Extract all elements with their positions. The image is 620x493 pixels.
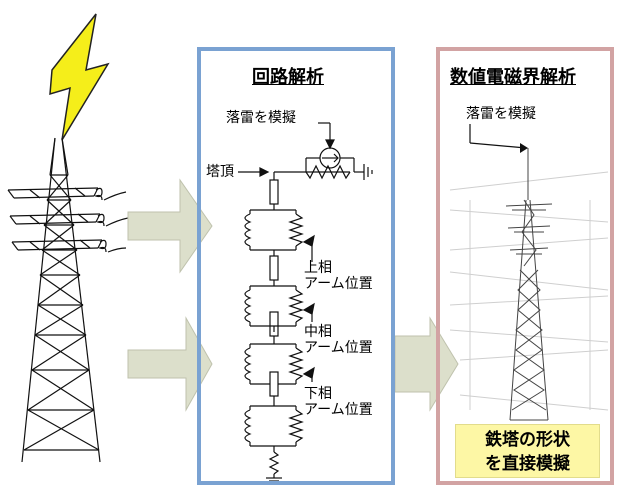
em-3d-tower-render: [449, 124, 609, 421]
circuit-panel-title: 回路解析: [252, 67, 324, 88]
arrow-to-circuit-upper: [127, 178, 213, 274]
em-caption-line1: 鉄塔の形状: [485, 430, 570, 450]
em-caption-box: 鉄塔の形状 を直接模擬: [455, 424, 600, 478]
circuit-lightning-label: 落雷を模擬: [226, 110, 296, 126]
circuit-schematic: [238, 122, 373, 485]
middle-phase-label: 中相 アーム位置: [304, 324, 373, 356]
upper-phase-label: 上相 アーム位置: [304, 260, 373, 292]
em-caption-line2: を直接模擬: [485, 454, 570, 474]
lower-phase-label: 下相 アーム位置: [304, 386, 373, 418]
tower-top-label: 塔頂: [206, 164, 234, 180]
em-analysis-panel: [436, 47, 614, 485]
em-panel-title: 数値電磁界解析: [450, 67, 576, 88]
em-lightning-label: 落雷を模擬: [466, 106, 536, 122]
circuit-analysis-panel: [197, 47, 395, 485]
lightning-bolt-icon: [49, 13, 110, 141]
lattice-tower-drawing: [7, 137, 129, 463]
arrow-to-em-panel: [394, 316, 459, 412]
